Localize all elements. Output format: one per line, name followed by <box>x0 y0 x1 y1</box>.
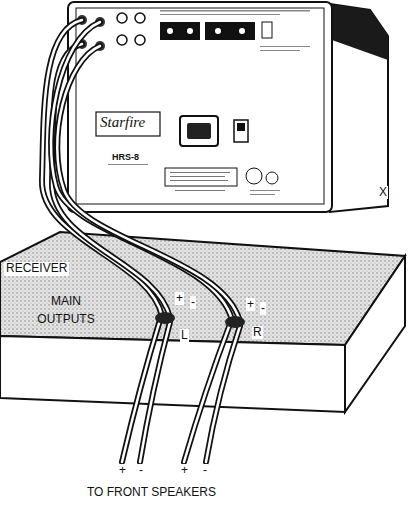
model-name: HRS-8 <box>112 152 139 162</box>
cable-stroke <box>57 46 240 322</box>
brand-logo: Starfire <box>100 114 145 131</box>
terminal-label: + <box>118 464 127 477</box>
device-name: RECEIVER <box>4 262 69 276</box>
output-terminal <box>155 312 245 328</box>
subwoofer-panel: StarfireHRS-8 <box>68 2 332 212</box>
receiver-body <box>0 232 405 412</box>
caption-label: TO FRONT SPEAKERS <box>86 486 217 499</box>
speaker-cables <box>122 320 240 462</box>
subwoofer-body <box>68 2 388 212</box>
receiver-box: RECEIVER MAIN OUTPUTS <box>0 232 405 412</box>
cable-stroke <box>57 46 240 322</box>
terminal-label: R <box>252 326 263 339</box>
terminal-label: L <box>180 329 189 342</box>
speaker-cable <box>51 22 240 322</box>
terminal-label: - <box>190 296 196 309</box>
terminal-label: + <box>175 292 184 305</box>
terminal-label: - <box>260 302 266 315</box>
terminal-name: MAIN OUTPUTS <box>26 292 106 328</box>
terminal-label: + <box>246 298 255 311</box>
terminal-label: - <box>138 464 144 477</box>
terminal-label: - <box>202 464 208 477</box>
terminal-label: + <box>180 464 189 477</box>
terminal-label: X <box>378 186 388 199</box>
